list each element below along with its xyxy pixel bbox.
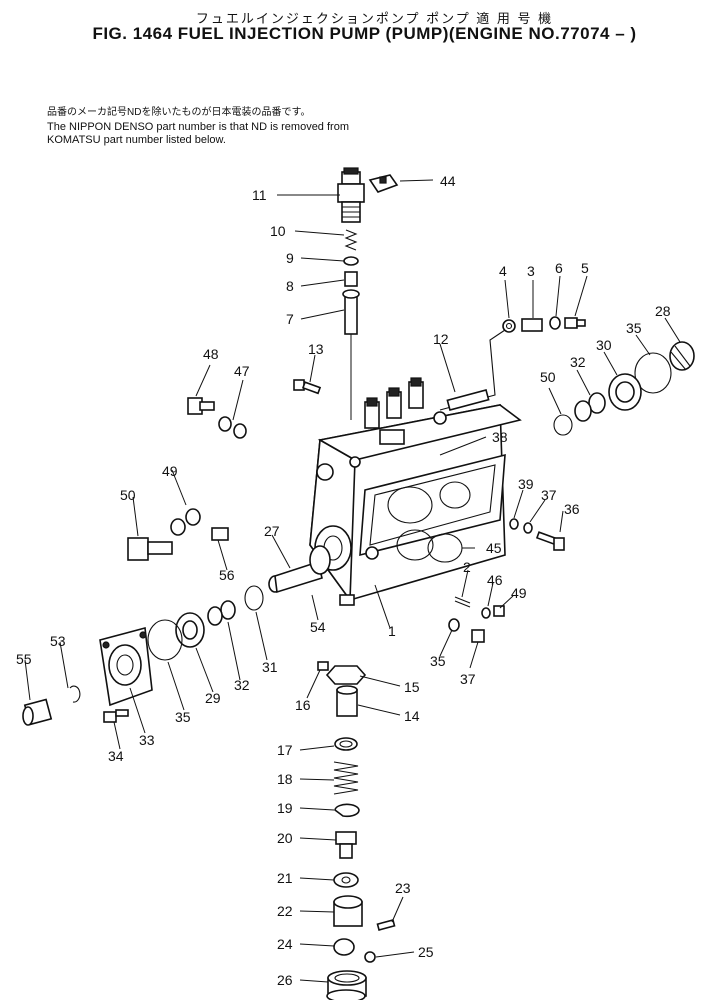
- callout-26: 26: [277, 972, 293, 988]
- callout-5: 5: [581, 260, 589, 276]
- part-44-clip: [368, 174, 399, 193]
- callout-55: 55: [16, 651, 32, 667]
- leader-lines: [24, 179, 681, 983]
- cover-33: [99, 626, 153, 707]
- callout-35-right: 35: [626, 320, 642, 336]
- callout-45: 45: [486, 540, 502, 556]
- sleeve-55: [22, 698, 53, 726]
- callout-21: 21: [277, 870, 293, 886]
- title-japanese: フュエルインジェクションポンプ ポンプ 適 用 号 機: [195, 11, 554, 26]
- bearing-stack-left: [147, 585, 264, 661]
- bolt-34: [103, 711, 117, 723]
- callout-6: 6: [555, 260, 563, 276]
- small-fasteners-right: [448, 596, 505, 643]
- callout-13: 13: [308, 341, 324, 357]
- callout-9: 9: [286, 250, 294, 266]
- callout-33: 33: [139, 732, 155, 748]
- callout-30: 30: [596, 337, 612, 353]
- callout-50: 49: [162, 463, 178, 479]
- callout-17: 17: [277, 742, 293, 758]
- callout-2: 2: [463, 559, 471, 575]
- callout-32-left: 32: [234, 677, 250, 693]
- callout-22: 22: [277, 903, 293, 919]
- callout-54: 53: [50, 633, 66, 649]
- callout-7: 7: [286, 311, 294, 327]
- callout-3: 3: [527, 263, 535, 279]
- callout-4: 4: [499, 263, 507, 279]
- callout-47: 49: [511, 585, 527, 601]
- callout-44: 44: [440, 173, 456, 189]
- lower-stack: [317, 661, 396, 1000]
- callout-11: 11: [252, 187, 267, 203]
- callout-12: 12: [433, 331, 449, 347]
- figure-title: FIG. 1464 FUEL INJECTION PUMP (PUMP)(ENG…: [92, 24, 637, 43]
- callout-48: 47: [234, 363, 250, 379]
- callout-49: 48: [203, 346, 219, 362]
- banjo-bolt-51: [127, 508, 229, 561]
- callout-52: 50: [540, 369, 556, 385]
- callout-32-right: 32: [570, 354, 586, 370]
- callout-41: 39: [518, 476, 534, 492]
- callout-39: 37: [541, 487, 557, 503]
- callout-36: 35: [430, 653, 446, 669]
- callout-10: 10: [270, 223, 286, 239]
- note-japanese: 品番のメーカ記号NDを除いたものが日本電装の品番です。: [47, 107, 311, 118]
- note-english-line1: The NIPPON DENSO part number is that ND …: [47, 121, 349, 133]
- callout-51: 50: [120, 487, 136, 503]
- callout-34: 34: [108, 748, 124, 764]
- callout-labels: 11 44 10 9 8 7 4 3 6 5 28 35 30 32 50 12…: [16, 173, 671, 988]
- callout-20: 20: [277, 830, 293, 846]
- callout-29: 29: [205, 690, 221, 706]
- callout-53: 54: [310, 619, 326, 635]
- callout-24: 24: [277, 936, 293, 952]
- callout-1: 1: [388, 623, 396, 639]
- callout-18: 18: [277, 771, 293, 787]
- snap-ring-54: [69, 685, 81, 703]
- callout-56: 56: [219, 567, 235, 583]
- bolt-set-3-6: [502, 316, 586, 333]
- callout-16: 16: [295, 697, 311, 713]
- delivery-valve-stack: [337, 167, 365, 420]
- callout-40: 36: [564, 501, 580, 517]
- callout-38: 38: [492, 429, 508, 445]
- callout-28: 28: [655, 303, 671, 319]
- pump-housing: [309, 377, 522, 606]
- bolt-49-washer-48: [187, 397, 247, 439]
- drive-shaft-27: [268, 545, 331, 594]
- note-english-line2: KOMATSU part number listed below.: [47, 134, 226, 146]
- callout-37: 37: [460, 671, 476, 687]
- callout-8: 8: [286, 278, 294, 294]
- callout-23: 23: [395, 880, 411, 896]
- callout-25: 25: [418, 944, 434, 960]
- callout-31: 31: [262, 659, 278, 675]
- callout-27: 27: [264, 523, 280, 539]
- callout-46: 46: [487, 572, 503, 588]
- bearing-stack-right: [553, 341, 695, 436]
- bolt-13: [293, 379, 322, 395]
- callout-19: 19: [277, 800, 293, 816]
- callout-14: 14: [404, 708, 420, 724]
- callout-35-left: 35: [175, 709, 191, 725]
- bolt-40-washers: [509, 518, 565, 551]
- callout-15: 15: [404, 679, 420, 695]
